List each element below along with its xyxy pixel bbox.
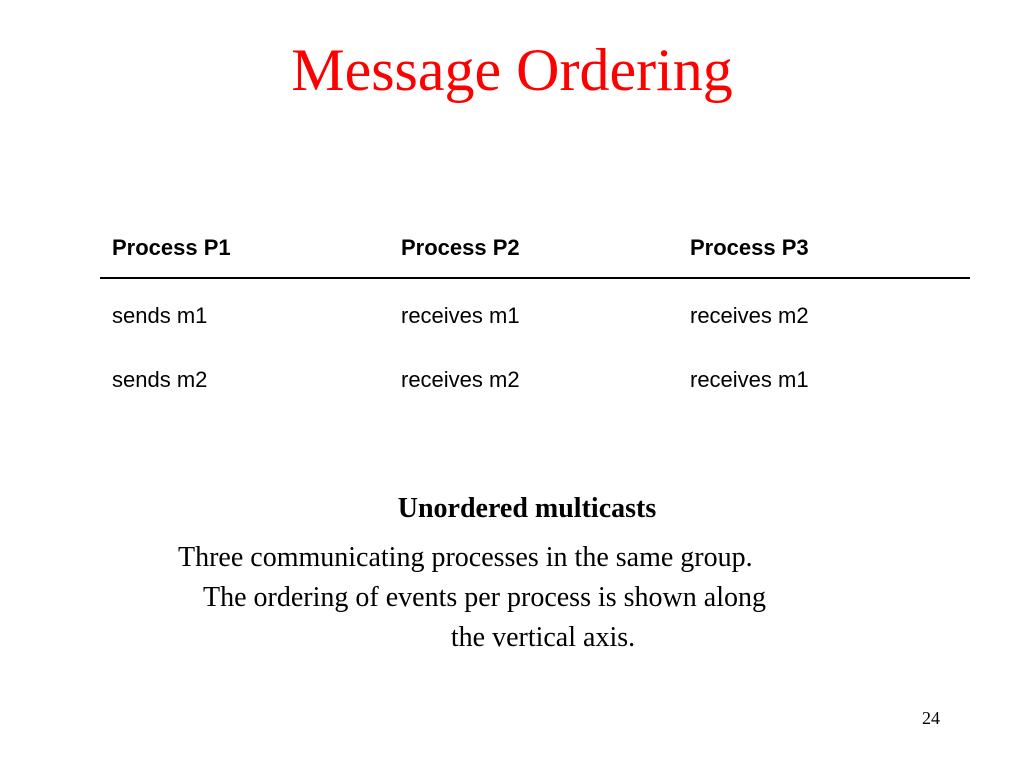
caption-line: Three communicating processes in the sam…: [178, 542, 753, 573]
caption-title: Unordered multicasts: [397, 493, 657, 524]
table-header-row: Process P1 Process P2 Process P3: [100, 222, 970, 279]
event-table: Process P1 Process P2 Process P3 sends m…: [100, 222, 970, 415]
table-header-cell: Process P2: [401, 235, 520, 260]
table-row: sends m1 receives m1 receives m2: [100, 287, 970, 351]
caption-text: Three communicating processes in the sam…: [170, 538, 890, 658]
slide-title: Message Ordering: [291, 37, 733, 103]
table-header-cell: Process P1: [112, 235, 231, 260]
table-cell: sends m2: [112, 367, 208, 392]
caption-line: The ordering of events per process is sh…: [203, 582, 766, 613]
table-cell: receives m1: [690, 367, 809, 392]
table-header-cell: Process P3: [690, 235, 809, 260]
table-cell: receives m1: [401, 303, 520, 328]
caption-line: the vertical axis.: [450, 622, 636, 653]
table-cell: receives m2: [401, 367, 520, 392]
table-cell: receives m2: [690, 303, 809, 328]
page-number: 24: [922, 708, 940, 728]
table-row: sends m2 receives m2 receives m1: [100, 351, 970, 415]
table-cell: sends m1: [112, 303, 208, 328]
